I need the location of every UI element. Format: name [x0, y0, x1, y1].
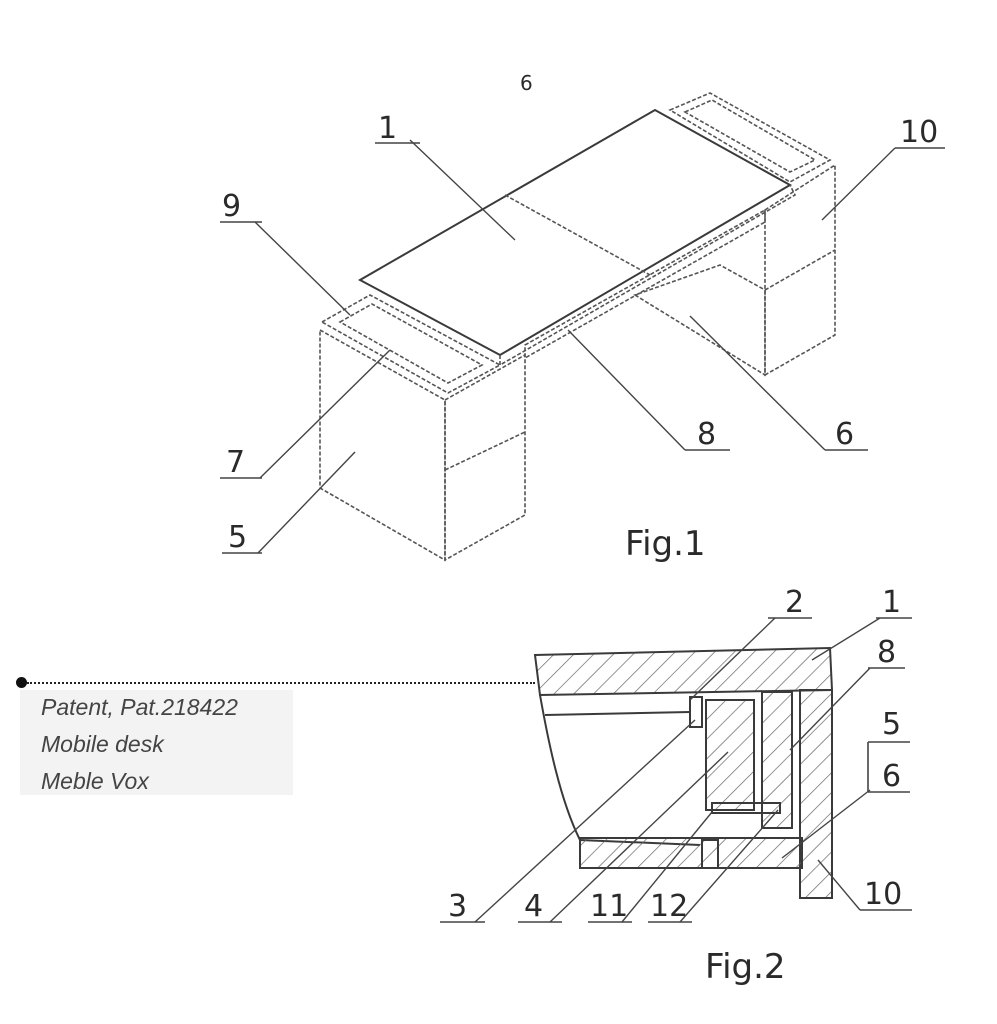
left-tray: [320, 294, 502, 394]
connector-part: [689, 696, 703, 728]
pointer-leader-line: [27, 682, 535, 684]
caption-manufacturer: Meble Vox: [41, 768, 149, 794]
figure-1-mark: 6: [520, 71, 533, 95]
caption-product-name: Mobile desk: [41, 731, 164, 757]
guide-plate-section: [761, 691, 793, 829]
shelf-section: [579, 837, 803, 869]
desk-top-section: [533, 646, 834, 697]
figure-1: 6 1 9 10 7 5 8 6 Fig.1: [220, 71, 945, 564]
right-tray: [668, 92, 832, 183]
section-label-3: 3: [448, 889, 467, 924]
section-label-5: 5: [882, 707, 901, 742]
section-label-8: 8: [877, 635, 896, 670]
left-cabinet-side: [444, 353, 526, 562]
bolt-part: [711, 802, 781, 814]
side-panel-section: [799, 689, 833, 899]
label-1: 1: [378, 111, 397, 146]
section-label-4: 4: [524, 889, 543, 924]
label-10: 10: [900, 115, 938, 150]
figure-1-caption: Fig.1: [625, 524, 706, 564]
section-label-1: 1: [882, 585, 901, 620]
left-cabinet-front: [319, 328, 446, 562]
section-label-2: 2: [785, 585, 804, 620]
connecting-beam: [524, 208, 766, 360]
section-label-6: 6: [882, 759, 901, 794]
figure-2: 2 1 8 5 6 3 4 11 12 10 Fig.2: [440, 585, 912, 987]
section-label-11: 11: [590, 889, 628, 924]
label-9: 9: [222, 189, 241, 224]
label-5: 5: [228, 520, 247, 555]
figure-2-caption: Fig.2: [705, 947, 786, 987]
section-label-10: 10: [864, 877, 902, 912]
slide-block-section: [705, 699, 755, 811]
right-cabinet-side: [633, 264, 766, 377]
pointer-dot: [16, 677, 27, 688]
section-label-12: 12: [650, 889, 688, 924]
label-8: 8: [697, 417, 716, 452]
label-7: 7: [226, 445, 245, 480]
right-cabinet-front: [764, 163, 836, 377]
caption-patent-number: Patent, Pat.218422: [41, 694, 238, 720]
caption-box: Patent, Pat.218422 Mobile desk Meble Vox: [20, 690, 293, 795]
label-6: 6: [835, 417, 854, 452]
